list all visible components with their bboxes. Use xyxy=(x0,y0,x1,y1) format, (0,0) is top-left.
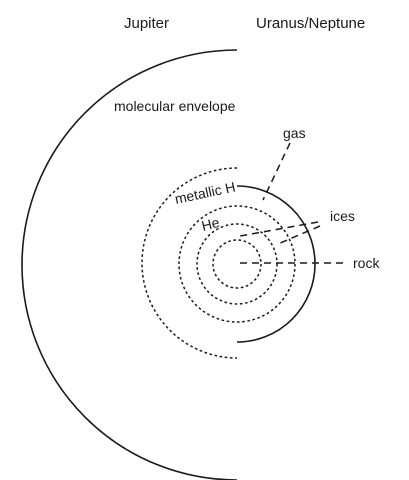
ices-label: ices xyxy=(330,208,355,224)
uranus-neptune-outer-boundary xyxy=(236,185,316,343)
ices-leader-line-upper xyxy=(239,221,319,237)
ices-layer-boundary xyxy=(196,223,278,305)
uranus-neptune-header: Uranus/Neptune xyxy=(256,15,365,32)
gas-label: gas xyxy=(283,125,306,141)
rock-core-boundary xyxy=(212,239,262,289)
helium-layer-boundary xyxy=(178,205,296,323)
helium-label: He xyxy=(200,214,221,234)
gas-leader-line xyxy=(262,142,291,201)
rock-label: rock xyxy=(353,255,380,271)
jupiter-outer-boundary xyxy=(21,49,238,480)
jupiter-header: Jupiter xyxy=(124,15,169,32)
ices-leader-line-lower xyxy=(277,225,321,245)
metallic-h-label: metallic H xyxy=(173,179,236,207)
molecular-envelope-label: molecular envelope xyxy=(114,98,236,114)
